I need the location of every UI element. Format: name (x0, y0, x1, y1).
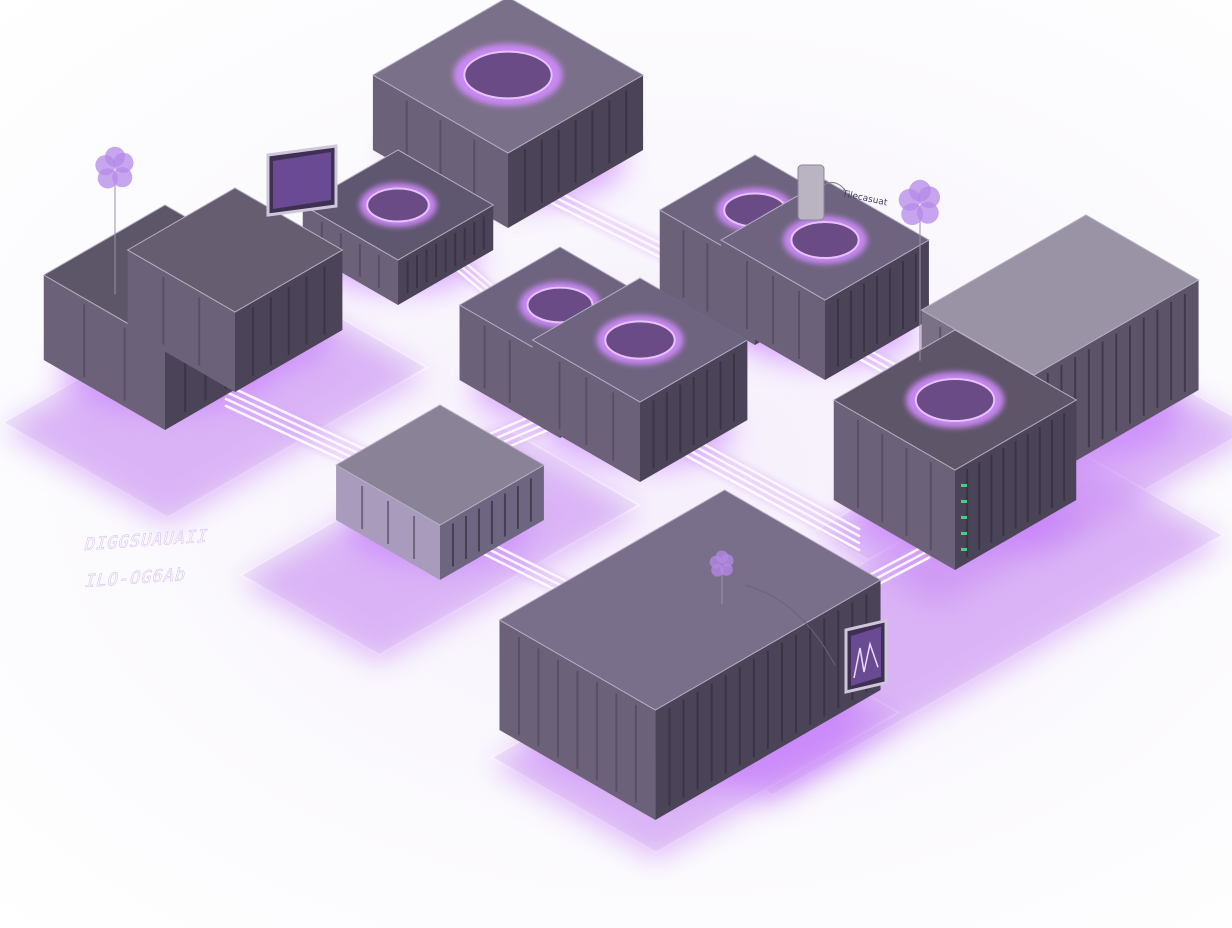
cloud-icon-bottom (709, 550, 734, 604)
rack-right-top-face (920, 214, 1200, 376)
module-center-top-face (335, 404, 545, 526)
server-mid-b-fan-icon (604, 320, 676, 360)
gpu-board-left-face (302, 205, 398, 305)
server-right-b-fan-icon (790, 221, 860, 259)
cloud-icon-bottom-lobe (720, 563, 733, 576)
gpu-board-fan-icon (366, 187, 430, 223)
cloud-icon-left-lobe (104, 146, 126, 167)
sensor-cable (823, 181, 846, 191)
rack-glowing-status-led (961, 484, 967, 487)
sensor-body (797, 164, 825, 221)
cluster-left-a-left-face (43, 275, 166, 430)
rack-bottom (498, 489, 882, 820)
connector-line (744, 584, 836, 666)
module-center (335, 404, 545, 580)
devices-layer (42, 0, 1200, 820)
cloud-icon-right (898, 179, 941, 361)
monitor-icon-screen (273, 152, 331, 209)
cloud-icon-right-lobe (909, 179, 931, 202)
monitor-icon (266, 144, 338, 217)
rack-glowing-left-face (833, 400, 955, 570)
top-server (371, 0, 645, 228)
floating-label-line2: ILO-OG6Ab (83, 565, 189, 592)
cluster-left-b-top-face (126, 187, 344, 313)
rack-bottom-top-face (498, 489, 882, 711)
server-mid-b (531, 277, 749, 482)
rack-glowing-status-led (961, 532, 967, 535)
sensor-icon (797, 164, 846, 221)
cloud-icon-right-lobe (916, 201, 939, 224)
chart-monitor-icon-screen (851, 626, 881, 686)
rack-glowing-status-led (961, 500, 967, 503)
cloud-icon-left-lobe (112, 167, 133, 188)
gpu-board (301, 149, 495, 305)
icons-layer (95, 144, 941, 694)
cloud-icon-left-lobe (97, 168, 118, 189)
chart-monitor-icon (844, 618, 888, 694)
rack-glowing (832, 329, 1078, 570)
cloud-icon-left (95, 146, 134, 295)
cloud-icon-bottom-lobe (715, 550, 729, 564)
cloud-icon-right-lobe (901, 203, 924, 226)
rack-glowing-status-led (961, 516, 967, 519)
server-right-b (720, 179, 930, 380)
rack-glowing-fan-icon (914, 378, 996, 422)
rack-glowing-status-led (961, 548, 967, 551)
cloud-icon-bottom-lobe (711, 563, 724, 577)
cluster-left-b (126, 187, 344, 392)
top-server-fan-icon (463, 50, 553, 100)
chart-monitor-icon-chart-line (853, 641, 879, 679)
cluster-left-b-left-face (127, 250, 235, 392)
floating-label-line1: DIGGSUAUAII (82, 527, 210, 556)
